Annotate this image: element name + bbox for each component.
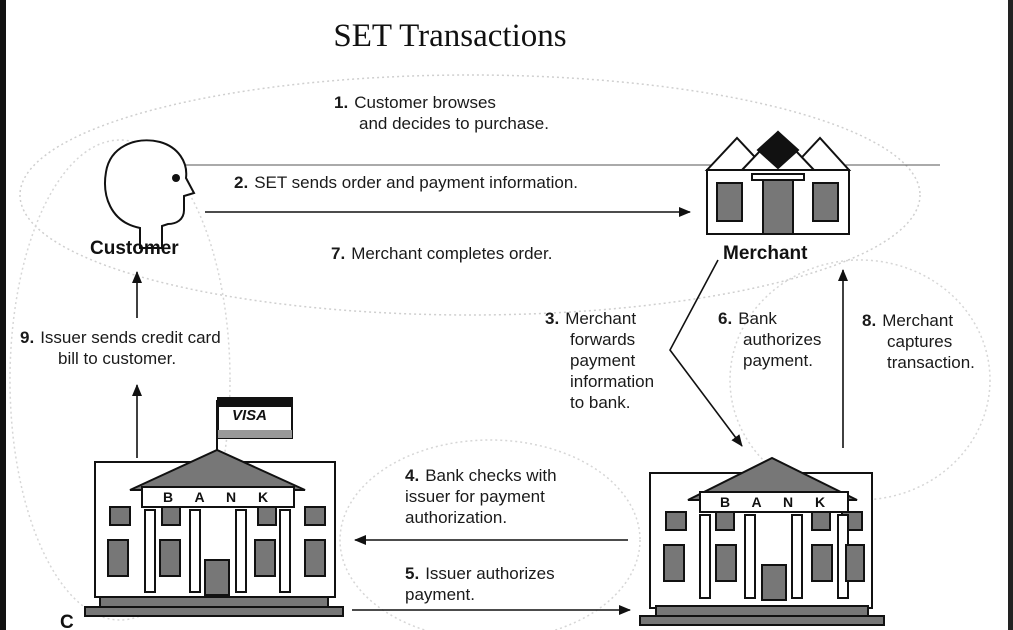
- step-8-label: 8.Merchant captures transaction.: [862, 311, 975, 372]
- cycle-ellipse-left: [9, 139, 231, 621]
- step-6-label: 6.Bank authorizes payment.: [718, 309, 822, 370]
- step-1-label: 1.Customer browses and decides to purcha…: [334, 93, 549, 133]
- diagram-title: SET Transactions: [333, 18, 567, 54]
- step-2-label: 2.SET sends order and payment informatio…: [234, 173, 578, 192]
- visa-flag-label: VISA: [232, 407, 268, 424]
- issuer-bank-sign: B A N K: [163, 489, 278, 505]
- acquirer-bank-icon: [639, 456, 885, 626]
- arrow-forward-payment: [669, 259, 743, 447]
- step-7-label: 7.Merchant completes order.: [331, 244, 553, 263]
- issuer-label-partial: C: [60, 612, 74, 630]
- cycle-ellipse-bottom: [339, 439, 641, 630]
- step-9-label: 9.Issuer sends credit card bill to custo…: [20, 328, 221, 368]
- cycle-ellipse-top: [19, 74, 921, 316]
- merchant-store-icon: [704, 130, 852, 235]
- step-4-label: 4.Bank checks with issuer for payment au…: [405, 466, 557, 527]
- acquirer-bank-sign: B A N K: [720, 494, 835, 510]
- merchant-label: Merchant: [723, 243, 808, 264]
- step-5-label: 5.Issuer authorizes payment.: [405, 564, 555, 604]
- issuer-bank-icon: [84, 397, 344, 617]
- step-3-label: 3.Merchant forwards payment information …: [545, 309, 655, 412]
- customer-label: Customer: [90, 238, 179, 259]
- customer-head-icon: [104, 139, 196, 249]
